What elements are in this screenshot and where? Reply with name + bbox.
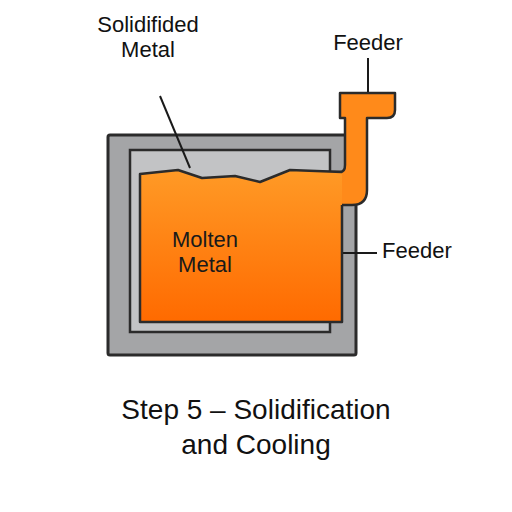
metal-shape [140, 160, 342, 322]
caption: Step 5 – Solidification and Cooling [96, 392, 416, 462]
metal-outline [140, 170, 342, 322]
part-label: Solidifided Metal [83, 12, 213, 63]
leader-line [367, 58, 369, 92]
node-text-box: Molten Metal [150, 227, 260, 278]
part-label: Feeder [322, 30, 414, 55]
part-label: Feeder [382, 238, 482, 263]
node-label: Molten Metal [150, 227, 260, 278]
molten-metal: Molten Metal [140, 160, 342, 322]
leader-line [160, 96, 190, 168]
mold-box [108, 135, 356, 355]
metal-fill [140, 170, 342, 322]
